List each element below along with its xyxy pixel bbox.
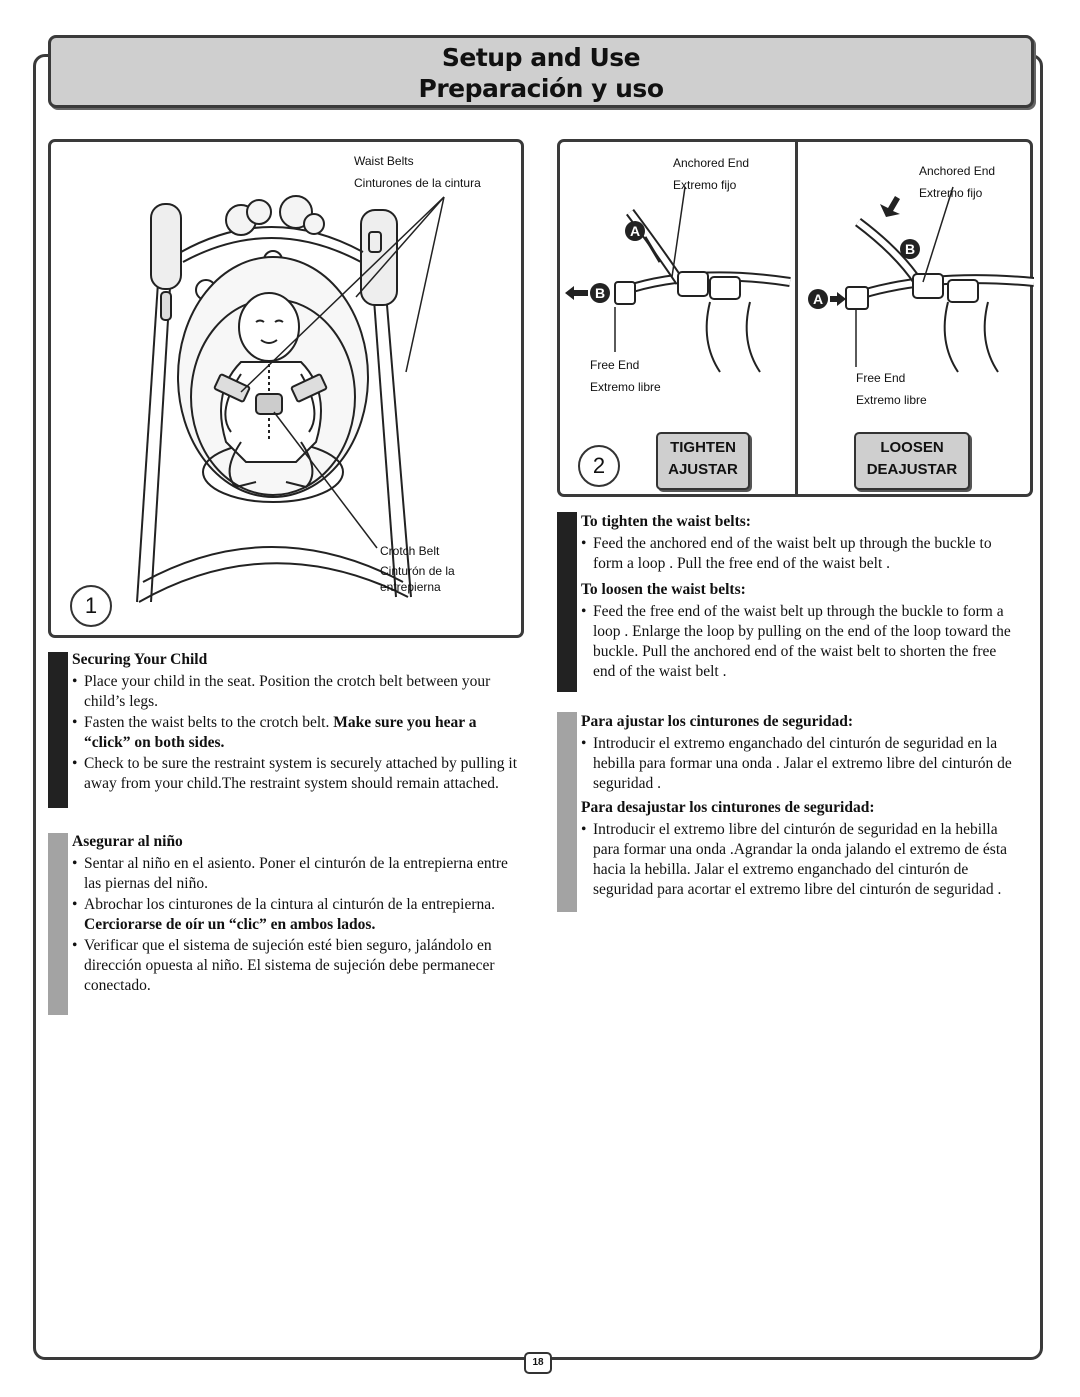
- step-number-2: 2: [578, 445, 620, 487]
- tighten-heading-es: Para ajustar los cinturones de seguridad…: [581, 713, 853, 730]
- label-cinturones: Cinturones de la cintura: [354, 176, 481, 190]
- waist-belts-en: To tighten the waist belts: Feed the anc…: [581, 512, 1021, 683]
- label-anchored-end-left: Anchored End: [673, 156, 750, 170]
- securing-es-bullet-2: Abrochar los cinturones de la cintura al…: [72, 895, 524, 935]
- callout-b-right: B: [905, 241, 915, 257]
- label-extremo-libre-left: Extremo libre: [590, 380, 661, 394]
- panel-divider: [795, 142, 798, 494]
- securing-en-bullet-3: Check to be sure the restraint system is…: [72, 754, 524, 794]
- deajustar-label: DEAJUSTAR: [866, 461, 958, 478]
- callout-b-left: B: [595, 285, 605, 301]
- label-free-end-left: Free End: [590, 358, 640, 372]
- section-bar-es-left: [48, 833, 68, 1015]
- title-english: Setup and Use: [441, 43, 641, 72]
- section-bar-en-right: [557, 512, 577, 692]
- tighten-tag: TIGHTEN AJUSTAR: [656, 432, 750, 490]
- label-extremo-fijo-left: Extremo fijo: [673, 178, 737, 192]
- loosen-heading-es: Para desajustar los cinturones de seguri…: [581, 799, 875, 816]
- securing-en-bullet-1: Place your child in the seat. Position t…: [72, 672, 524, 712]
- label-crotch-es-1: Cinturón de la: [380, 564, 455, 578]
- loosen-heading-en: To loosen the waist belts:: [581, 581, 746, 598]
- securing-child-en: Securing Your Child Place your child in …: [72, 650, 524, 795]
- securing-heading-en: Securing Your Child: [72, 651, 208, 668]
- label-extremo-libre-right: Extremo libre: [856, 393, 927, 407]
- tighten-text-es: Introducir el extremo enganchado del cin…: [581, 734, 1021, 794]
- loosen-tag: LOOSEN DEAJUSTAR: [854, 432, 970, 490]
- page-number: 18: [524, 1352, 552, 1374]
- page-title: Setup and Use Preparación y uso: [48, 35, 1034, 108]
- belt-loosen-illustration: B A: [808, 186, 1034, 373]
- loosen-text-es: Introducir el extremo libre del cinturón…: [581, 820, 1021, 900]
- tighten-text-en: Feed the anchored end of the waist belt …: [581, 534, 1021, 574]
- figure-1-panel: Waist Belts Cinturones de la cintura Cro…: [48, 139, 524, 638]
- tighten-label: TIGHTEN: [670, 439, 736, 456]
- tighten-heading-en: To tighten the waist belts:: [581, 513, 751, 530]
- label-waist-belts: Waist Belts: [354, 154, 414, 168]
- ajustar-label: AJUSTAR: [668, 461, 738, 478]
- section-bar-en-left: [48, 652, 68, 808]
- label-extremo-fijo-right: Extremo fijo: [919, 186, 983, 200]
- label-free-end-right: Free End: [856, 371, 906, 385]
- securing-en-bullet-2: Fasten the waist belts to the crotch bel…: [72, 713, 524, 753]
- waist-belts-es: Para ajustar los cinturones de seguridad…: [581, 712, 1021, 901]
- figure-2-panel: A B B A Anchored End Extremo fijo Ancho: [557, 139, 1034, 497]
- belt-tighten-illustration: A B: [565, 186, 791, 373]
- label-crotch-es-2: entrepierna: [380, 580, 441, 594]
- step-number-1: 1: [70, 585, 112, 627]
- securing-heading-es: Asegurar al niño: [72, 833, 183, 850]
- label-crotch-belt: Crotch Belt: [380, 544, 440, 558]
- callout-a-right: A: [813, 291, 823, 307]
- loosen-label: LOOSEN: [880, 439, 944, 456]
- title-spanish: Preparación y uso: [418, 74, 665, 103]
- loosen-text-en: Feed the free end of the waist belt up t…: [581, 602, 1021, 682]
- securing-es-bullet-3: Verificar que el sistema de sujeción est…: [72, 936, 524, 996]
- securing-es-bullet-1: Sentar al niño en el asiento. Poner el c…: [72, 854, 524, 894]
- label-anchored-end-right: Anchored End: [919, 164, 996, 178]
- securing-child-es: Asegurar al niño Sentar al niño en el as…: [72, 832, 524, 997]
- section-bar-es-right: [557, 712, 577, 912]
- callout-a-left: A: [630, 223, 640, 239]
- swing-illustration: [136, 195, 445, 603]
